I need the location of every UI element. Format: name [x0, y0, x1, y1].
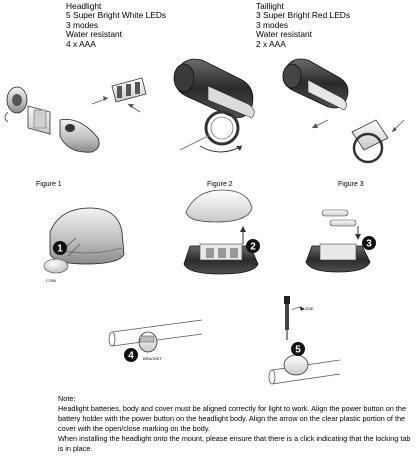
- figure-2-caption: Figure 2: [207, 181, 233, 188]
- taillight-leds: 3 Super Bright Red LEDs: [256, 10, 351, 21]
- step-4-bracket-mount: [108, 319, 203, 353]
- step-marker-1: 1: [53, 241, 67, 255]
- figure-3-taillight: [282, 58, 405, 164]
- figure-1-caption: Figure 1: [36, 181, 62, 188]
- step-number-5: 5: [295, 345, 301, 356]
- headlight-leds: 5 Super Bright White LEDs: [66, 10, 167, 21]
- step-2-remove-cover: [183, 189, 259, 275]
- notes-paragraph-1: Headlight batteries, body and cover must…: [58, 404, 407, 433]
- step-number-4: 4: [128, 351, 134, 362]
- headlight-water: Water resistant: [66, 29, 123, 40]
- coin-label: COIN: [46, 278, 56, 283]
- installation-notes: Note: Headlight batteries, body and cove…: [58, 394, 414, 454]
- taillight-water: Water resistant: [256, 29, 313, 40]
- step-number-1: 1: [57, 244, 63, 255]
- taillight-modes: 3 modes: [256, 19, 289, 30]
- figure-3-caption: Figure 3: [338, 181, 364, 188]
- close-label: CLOSE: [300, 306, 314, 311]
- step-number-3: 3: [366, 239, 372, 250]
- step-marker-3: 3: [362, 236, 376, 250]
- bracket-label: BRACKET: [143, 356, 162, 361]
- taillight-title: Taillight: [256, 1, 284, 11]
- notes-paragraph-2: When installing the headlight onto the m…: [58, 434, 411, 453]
- notes-title: Note:: [58, 394, 76, 403]
- step-marker-5: 5: [291, 342, 305, 356]
- figure-2-mounted-headlight: [173, 58, 255, 153]
- step-1-coin-open: [43, 207, 125, 274]
- headlight-battery: 4 x AAA: [66, 38, 96, 49]
- headlight-specs: Headlight 5 Super Bright White LEDs 3 mo…: [66, 1, 167, 49]
- headlight-modes: 3 modes: [66, 19, 99, 30]
- taillight-battery: 2 x AAA: [256, 38, 286, 49]
- taillight-specs: Taillight 3 Super Bright Red LEDs 3 mode…: [256, 1, 351, 49]
- step-number-2: 2: [250, 242, 256, 253]
- step-5-close-bracket: [268, 296, 341, 385]
- headlight-title: Headlight: [66, 1, 102, 11]
- figure-1-exploded-headlight: [4, 77, 147, 153]
- step-marker-2: 2: [246, 239, 260, 253]
- step-marker-4: 4: [124, 348, 138, 362]
- step-3-insert-batteries: [305, 209, 371, 273]
